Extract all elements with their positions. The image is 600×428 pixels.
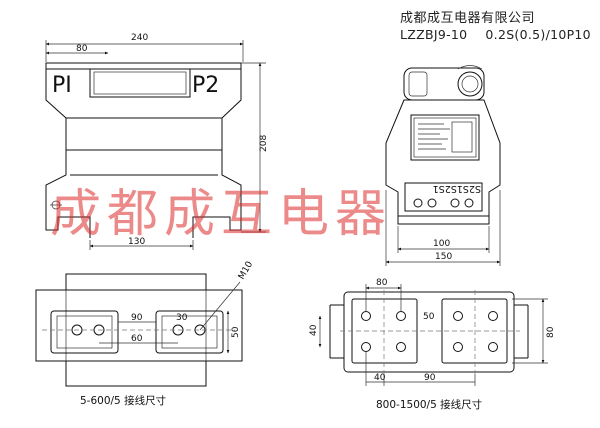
company-name: 成都成互电器有限公司: [400, 11, 536, 26]
front-base-label: 130: [128, 237, 145, 247]
accuracy-class: 0.2S(0.5)/10P10: [485, 27, 591, 42]
model-number: LZZBJ9-10: [400, 27, 468, 42]
dim-80-right-label: 80: [546, 326, 556, 338]
front-view: 240 80 PI P2 208 130: [45, 33, 269, 250]
side-view: S2S1S2S1 100 150: [385, 65, 501, 266]
terminal-p1-label: PI: [52, 73, 72, 98]
dim-40-bottom-label: 40: [374, 373, 386, 383]
side-base-label: 100: [433, 239, 450, 249]
dim-80-top-label: 80: [376, 278, 388, 288]
terminal-p2-label: P2: [192, 73, 219, 98]
model-spec: LZZBJ9-10 0.2S(0.5)/10P10: [400, 27, 591, 42]
caption-small-range: 5-600/5 接线尺寸: [80, 394, 166, 407]
dim-40-left-label: 40: [309, 324, 319, 336]
connection-view-large: 80 50 40 80 40 90 800-1500/5 接线尺寸: [309, 278, 556, 411]
dim-50-label: 50: [231, 326, 241, 338]
dim-50-inner-label: 50: [423, 312, 435, 322]
side-overall-label: 150: [435, 252, 452, 262]
dim-90-label-right: 90: [424, 373, 436, 383]
dim-90-label: 90: [131, 313, 143, 323]
bolt-size-label: M10: [237, 260, 255, 282]
secondary-terminals-label: S2S1S2S1: [433, 183, 481, 194]
connection-view-small: 90 30 60 50 M10 5-600/5 接线尺寸: [35, 260, 255, 407]
front-width-label: 240: [131, 33, 148, 43]
caption-large-range: 800-1500/5 接线尺寸: [376, 398, 482, 411]
dim-30-label: 30: [176, 313, 188, 323]
front-inner-width-label: 80: [76, 44, 88, 54]
front-height-label: 208: [259, 135, 269, 152]
dim-60-label: 60: [131, 334, 143, 344]
nameplate-text: [418, 121, 473, 153]
